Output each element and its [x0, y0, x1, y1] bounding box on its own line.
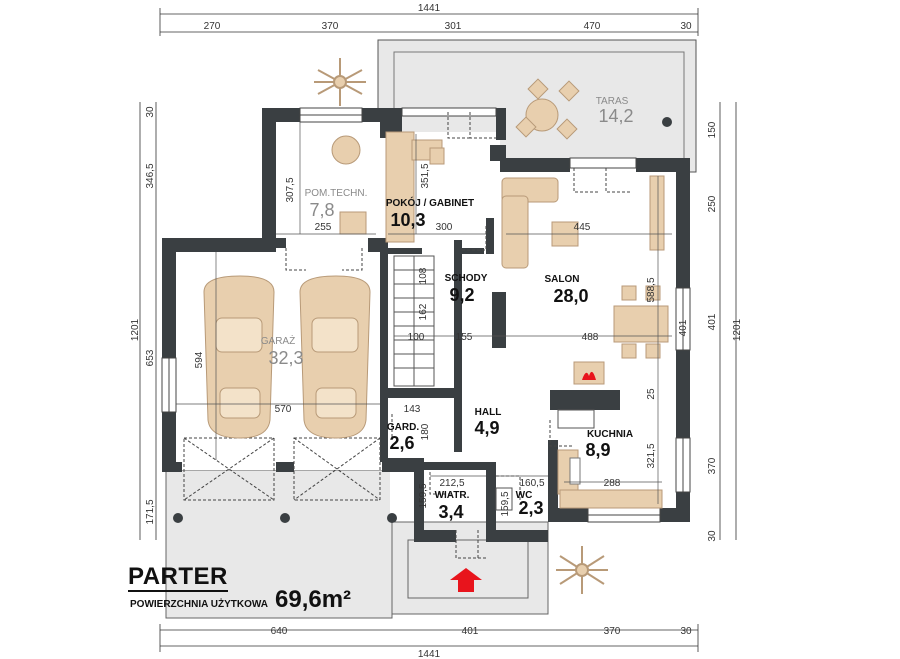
dim-interior: 288: [604, 478, 621, 489]
dim-interior: 488: [582, 332, 599, 343]
dim-right-segment: 30: [707, 530, 718, 542]
dim-interior: 401: [678, 319, 689, 336]
plant-icon: [556, 546, 608, 594]
dim-interior: 108: [418, 267, 429, 284]
room-name-pokoj-gabinet: POKÓJ / GABINET: [386, 196, 474, 209]
dim-interior: 143: [404, 404, 421, 415]
dim-right-outer: 1201: [732, 318, 743, 341]
dim-bottom-segment: 640: [271, 626, 288, 637]
terrace-table: [525, 98, 559, 132]
room-name-garaz: GARAŻ: [261, 334, 295, 347]
dim-interior: 100: [408, 332, 425, 343]
furniture: [173, 78, 672, 523]
room-name-gard: GARD.: [387, 422, 419, 433]
room-area-gard: 2,6: [389, 433, 414, 453]
dim-interior: 588,5: [646, 277, 657, 302]
room-area-wiatr: 3,4: [438, 502, 463, 522]
dim-interior: 594: [194, 351, 205, 368]
dim-right-segment: 401: [707, 313, 718, 330]
dim-interior: 160,5: [519, 478, 544, 489]
dim-interior: 155: [456, 332, 473, 343]
dim-interior: 212,5: [439, 478, 464, 489]
dim-top-segment: 30: [680, 21, 692, 32]
room-area-kuchnia: 8,9: [585, 440, 610, 460]
room-area-schody: 9,2: [449, 285, 474, 305]
plant-icon: [314, 58, 366, 106]
dim-bottom-total: 1441: [418, 649, 441, 659]
interior-dim-lines: [176, 122, 672, 504]
dim-top-segment: 301: [445, 21, 462, 32]
plan-subtitle: POWIERZCHNIA UŻYTKOWA: [130, 599, 268, 610]
room-name-schody: SCHODY: [445, 273, 488, 284]
window: [569, 157, 637, 169]
dim-interior: 321,5: [646, 443, 657, 468]
dim-interior: 307,5: [285, 177, 296, 202]
room-name-hall: HALL: [475, 407, 502, 418]
dim-left-segment: 171,5: [145, 499, 156, 524]
dim-bottom-segment: 370: [604, 626, 621, 637]
room-name-wiatr: WIATR.: [435, 490, 470, 501]
stairs: [393, 255, 435, 387]
dim-interior: 162: [418, 303, 429, 320]
dim-bottom-segment: 30: [680, 626, 692, 637]
dining-table: [613, 305, 669, 343]
dim-interior: 159,5: [500, 491, 511, 516]
dim-right-segment: 370: [707, 457, 718, 474]
room-area-wc: 2,3: [518, 498, 543, 518]
dim-top-total: 1441: [418, 3, 441, 14]
window: [401, 107, 497, 117]
dim-top-segment: 370: [322, 21, 339, 32]
car: [203, 275, 275, 439]
room-area-pokoj-gabinet: 10,3: [390, 210, 425, 230]
room-area-salon: 28,0: [553, 286, 588, 306]
dim-interior: 300: [436, 222, 453, 233]
room-name-salon: SALON: [545, 274, 580, 285]
room-area-garaz: 32,3: [268, 348, 303, 368]
dim-left-outer: 1201: [130, 318, 141, 341]
room-area-taras: 14,2: [598, 106, 633, 126]
dim-bottom-segment: 401: [462, 626, 479, 637]
room-name-wc: WC: [516, 490, 533, 501]
car: [299, 275, 371, 439]
outer-dim-lines: [139, 8, 737, 652]
dim-left-segment: 346,5: [145, 163, 156, 188]
dim-interior: 570: [275, 404, 292, 415]
fireplace-icon: [573, 361, 605, 385]
dim-interior: 180: [420, 423, 431, 440]
walls: [162, 108, 690, 542]
dim-interior: 351,5: [420, 163, 431, 188]
entrance-arrow-icon: [450, 568, 482, 592]
dim-interior: 255: [315, 222, 332, 233]
room-name-pom-techn: POM.TECHN.: [305, 188, 368, 199]
dim-interior: 445: [574, 222, 591, 233]
plan-title: PARTER: [128, 563, 228, 592]
room-area-hall: 4,9: [474, 418, 499, 438]
dim-interior: 25: [646, 388, 657, 400]
room-name-kuchnia: KUCHNIA: [587, 429, 633, 440]
dim-right-segment: 150: [707, 121, 718, 138]
dim-top-segment: 470: [584, 21, 601, 32]
dim-left-segment: 653: [145, 349, 156, 366]
windows: [161, 107, 691, 523]
room-area-pom-techn: 7,8: [309, 200, 334, 220]
dim-interior: 159,5: [418, 483, 429, 508]
room-name-taras: TARAS: [596, 96, 629, 107]
dim-left-segment: 30: [145, 106, 156, 118]
dim-right-segment: 250: [707, 195, 718, 212]
dim-top-segment: 270: [204, 21, 221, 32]
total-area: 69,6m²: [275, 586, 352, 613]
